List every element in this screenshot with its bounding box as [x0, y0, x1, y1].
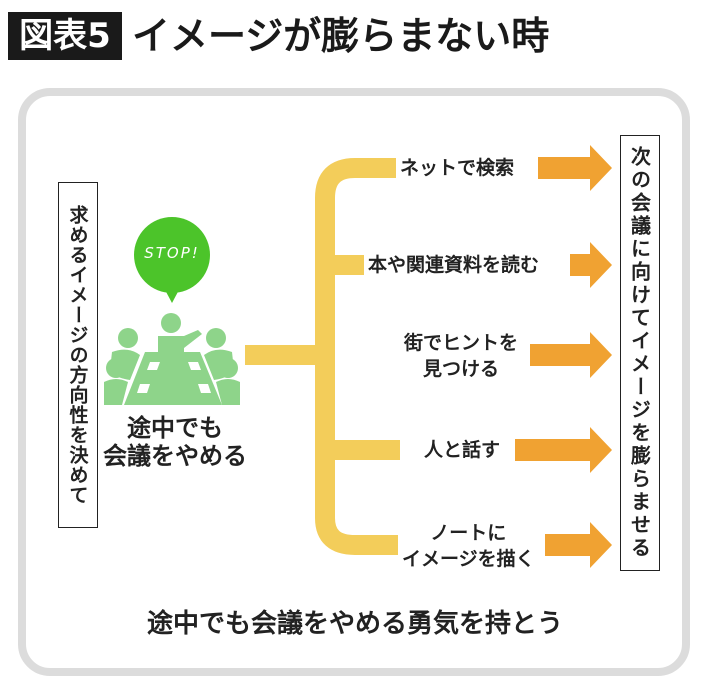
figure-number-badge: 図表5 — [8, 12, 122, 60]
page-title: イメージが膨らまない時 — [132, 14, 550, 58]
center-caption: 途中でも 会議をやめる — [100, 414, 250, 470]
bottom-message: 途中でも会議をやめる勇気を持とう — [146, 609, 563, 639]
stop-text: STOP! — [144, 244, 200, 262]
branch-label-read: 本や関連資料を読む — [364, 252, 544, 278]
arrow-icon — [515, 427, 612, 473]
arrows — [515, 145, 612, 568]
branch-connector — [245, 158, 400, 555]
right-result-box: 次の会議に向けてイメージを膨らませる — [620, 135, 660, 571]
right-result-text: 次の会議に向けてイメージを膨らませる — [627, 146, 652, 560]
caption-line: 会議をやめる — [103, 442, 247, 470]
arrow-icon — [570, 242, 612, 288]
branch-label-town: 街でヒントを 見つける — [400, 330, 523, 382]
meeting-people-icon — [104, 313, 240, 405]
caption-line: 途中でも — [127, 414, 223, 442]
arrow-icon — [530, 332, 612, 378]
branch-label-notes: ノートに イメージを描く — [398, 520, 539, 572]
content-frame — [18, 88, 690, 676]
branch-label-talk: 人と話す — [420, 437, 505, 463]
left-goal-box: 求めるイメージの方向性を決めて — [58, 182, 98, 528]
arrow-icon — [545, 522, 612, 568]
arrow-icon — [538, 145, 612, 191]
branch-label-search: ネットで検索 — [396, 155, 519, 181]
left-goal-text: 求めるイメージの方向性を決めて — [66, 205, 89, 505]
stop-speech-bubble — [134, 217, 210, 303]
